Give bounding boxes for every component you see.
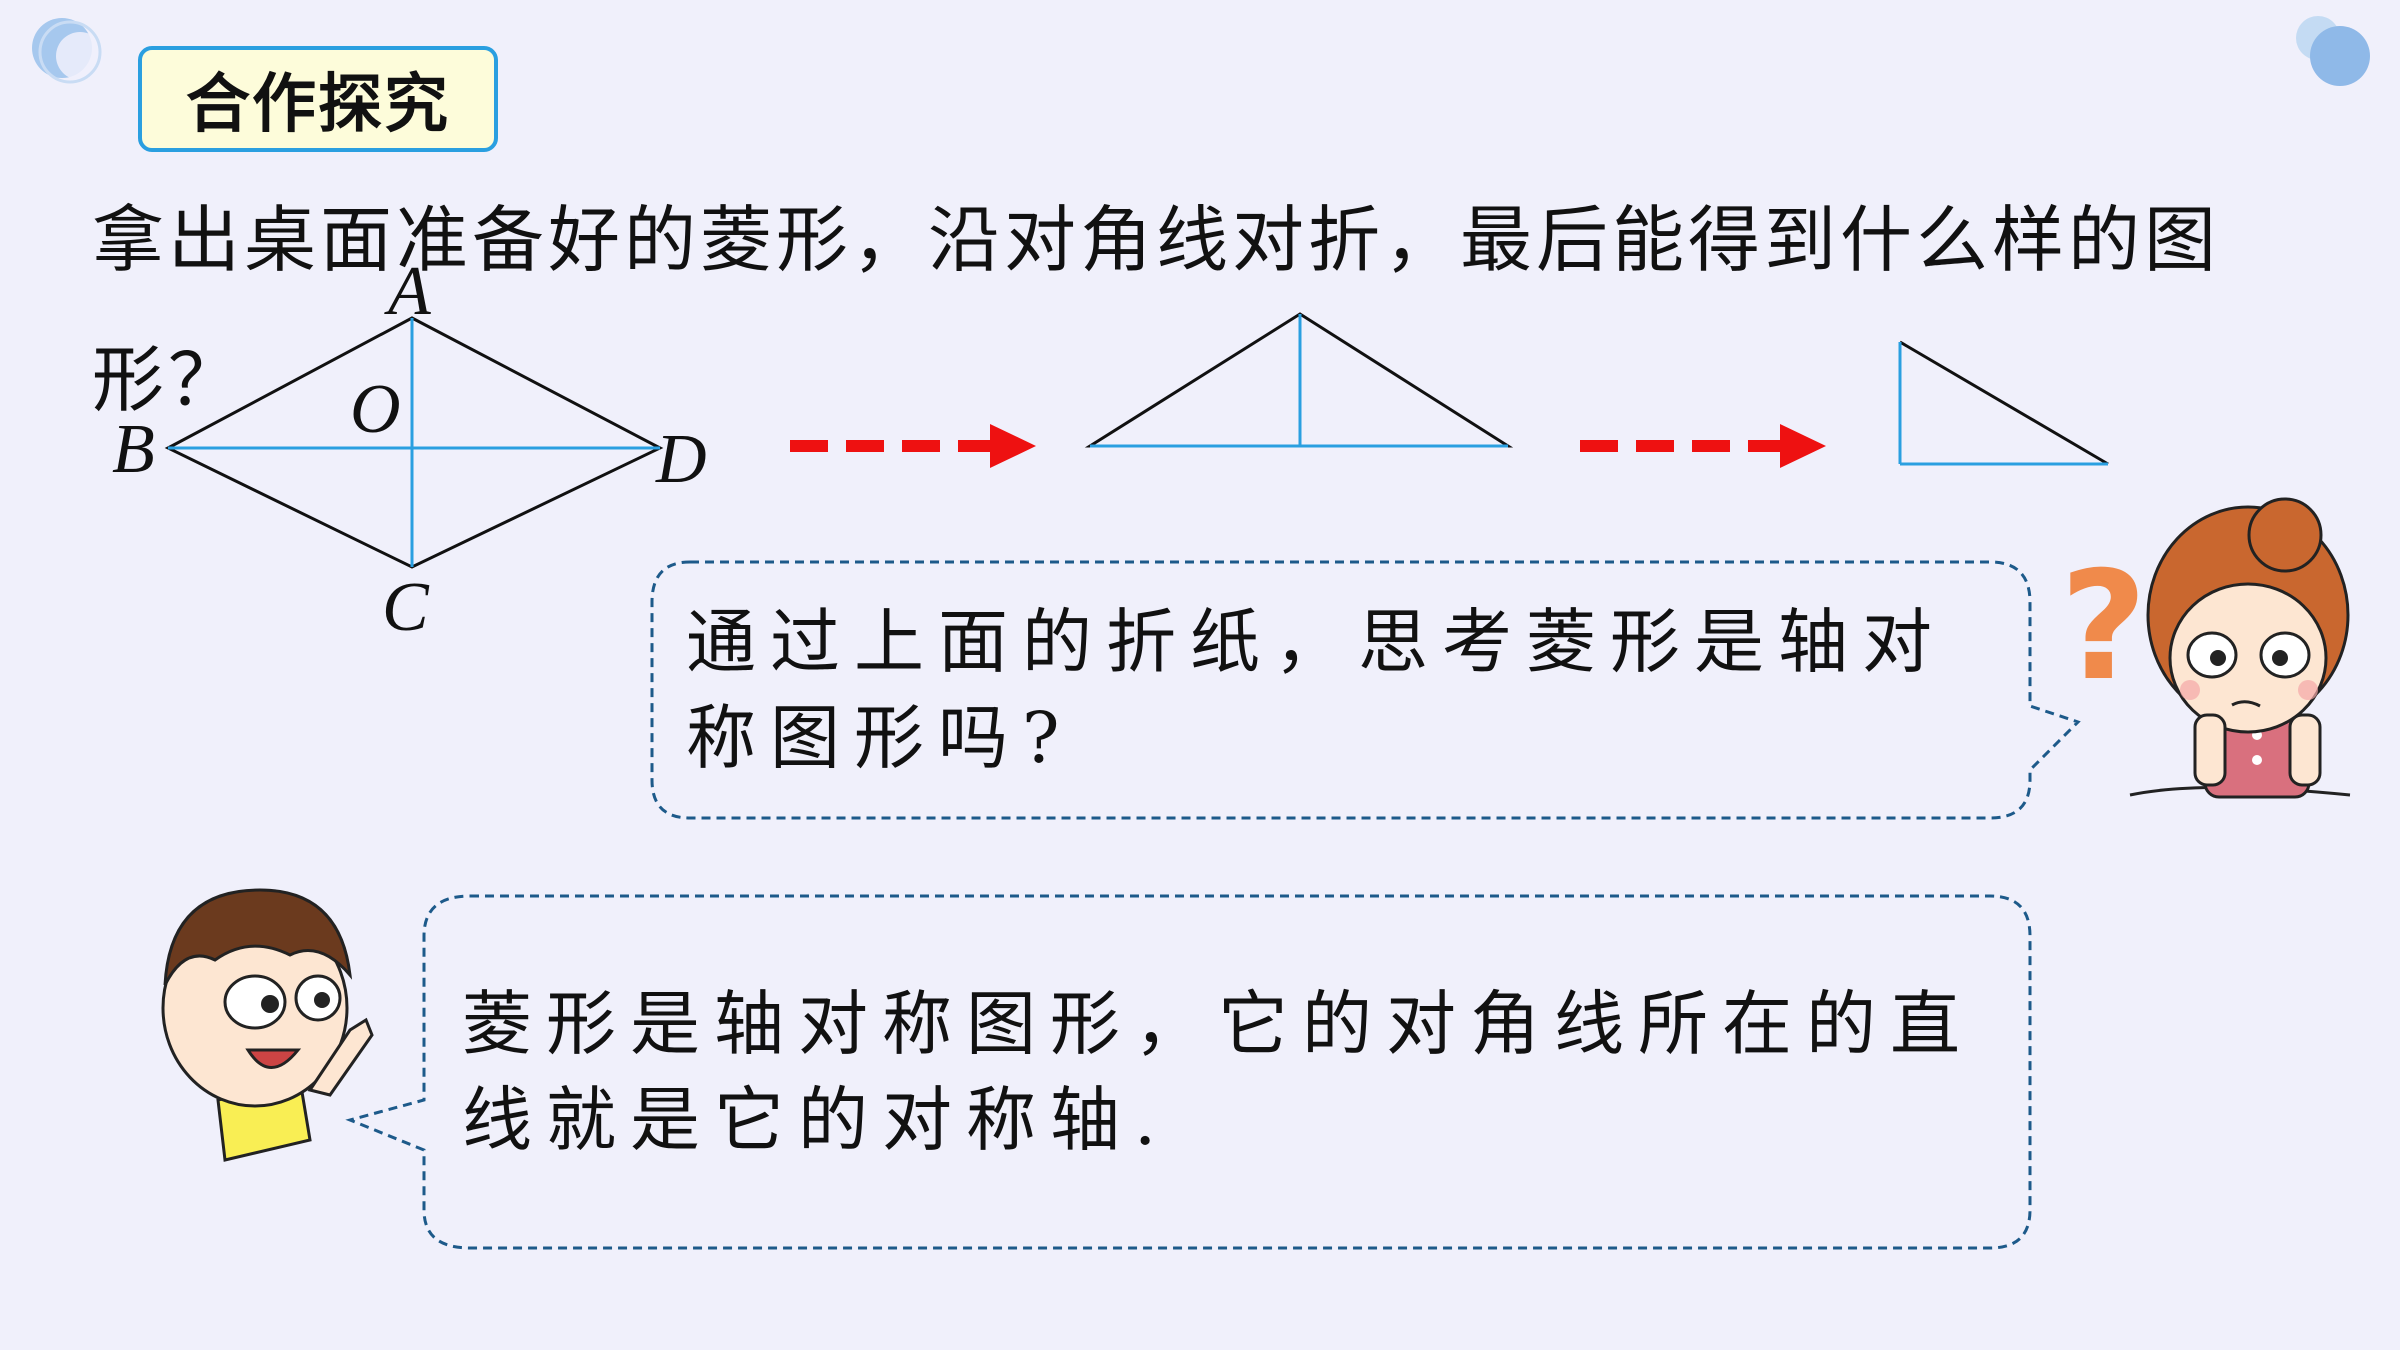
question-text: 拿出桌面准备好的菱形，沿对角线对折，最后能得到什么样的图形？ bbox=[92, 198, 2221, 422]
section-title: 合作探究 bbox=[138, 46, 498, 152]
speech-bubble-answer bbox=[345, 894, 2032, 1250]
vertex-label-a: A bbox=[388, 253, 431, 330]
vertex-label-d: D bbox=[656, 421, 707, 498]
question-mark-icon: ? bbox=[2060, 540, 2148, 714]
corner-circles-right-icon bbox=[2296, 16, 2370, 86]
bubble-answer-text: 菱形是轴对称图形，它的对角线所在的直线就是它的对称轴. bbox=[462, 983, 1974, 1161]
pointing-boy-icon bbox=[161, 888, 374, 1162]
bubble-question-text: 通过上面的折纸，思考菱形是轴对称图形吗? bbox=[686, 601, 1946, 779]
speech-bubble-question bbox=[650, 560, 2081, 820]
dashed-arrow-2-icon bbox=[1580, 424, 1826, 468]
thinking-girl-icon bbox=[2129, 497, 2351, 799]
vertex-label-o: O bbox=[350, 371, 401, 448]
folded-triangle-1 bbox=[1084, 312, 1514, 448]
corner-circles-left-icon bbox=[32, 18, 104, 84]
rhombus-diagram bbox=[164, 316, 664, 569]
vertex-label-c: C bbox=[382, 569, 429, 646]
dashed-arrow-1-icon bbox=[790, 424, 1036, 468]
folded-triangle-2 bbox=[1898, 340, 2109, 466]
vertex-label-b: B bbox=[112, 411, 155, 488]
